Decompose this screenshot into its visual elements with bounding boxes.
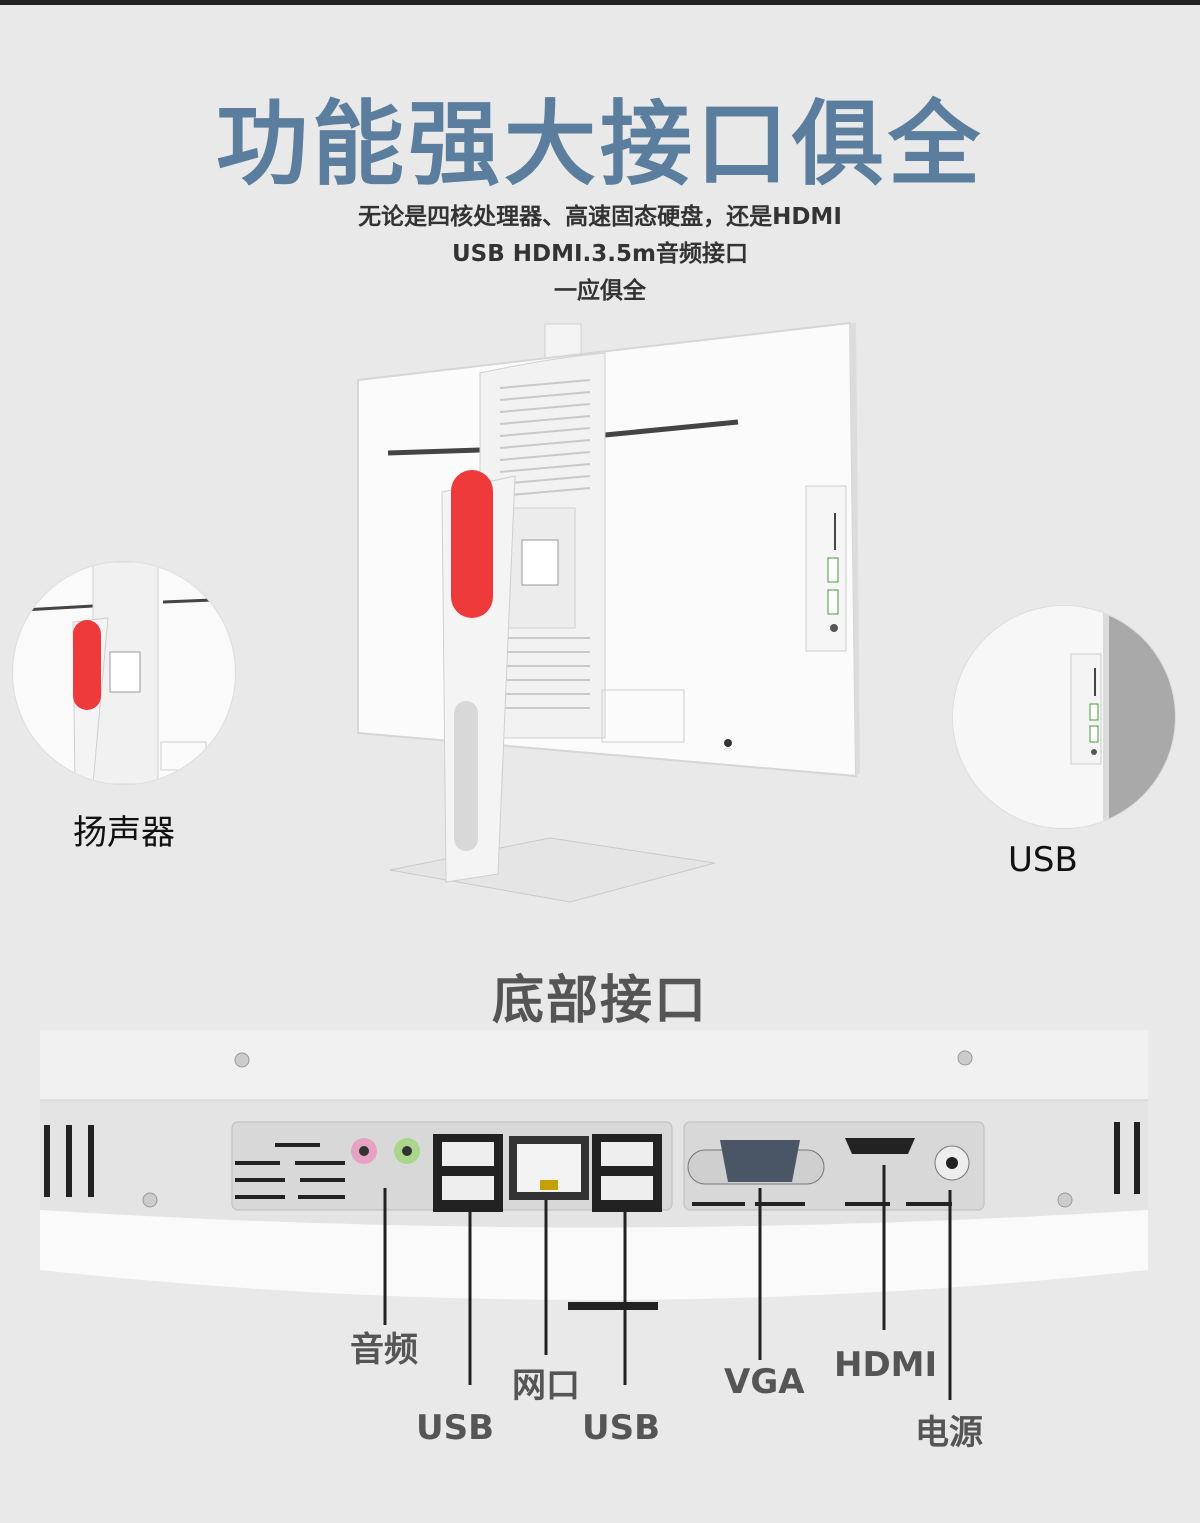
speaker-callout-label: 扬声器	[73, 813, 175, 853]
monitor-rear-image	[357, 321, 860, 903]
subtitle-line-1: 无论是四核处理器、高速固态硬盘，还是HDMI	[358, 204, 842, 230]
port-label-vga: VGA	[724, 1362, 805, 1402]
subtitle-line-3: 一应俱全	[554, 278, 646, 304]
port-label-power: 电源	[915, 1413, 983, 1453]
page-title: 功能强大接口俱全	[215, 91, 984, 198]
usb-callout-label: USB	[1008, 840, 1078, 880]
port-label-lan: 网口	[512, 1366, 580, 1406]
subtitle-line-2: USB HDMI.3.5m音频接口	[451, 241, 748, 267]
port-label-usb-left: USB	[416, 1408, 495, 1448]
bottom-ports-title: 底部接口	[491, 971, 708, 1031]
port-label-audio: 音频	[350, 1330, 418, 1370]
port-label-hdmi: HDMI	[834, 1345, 938, 1385]
port-label-usb-right: USB	[582, 1408, 661, 1448]
top-border	[0, 0, 1200, 5]
side-usb-zoom-circle	[952, 605, 1176, 829]
bottom-ports-image	[40, 1030, 1148, 1310]
speaker-zoom-circle	[12, 561, 236, 785]
